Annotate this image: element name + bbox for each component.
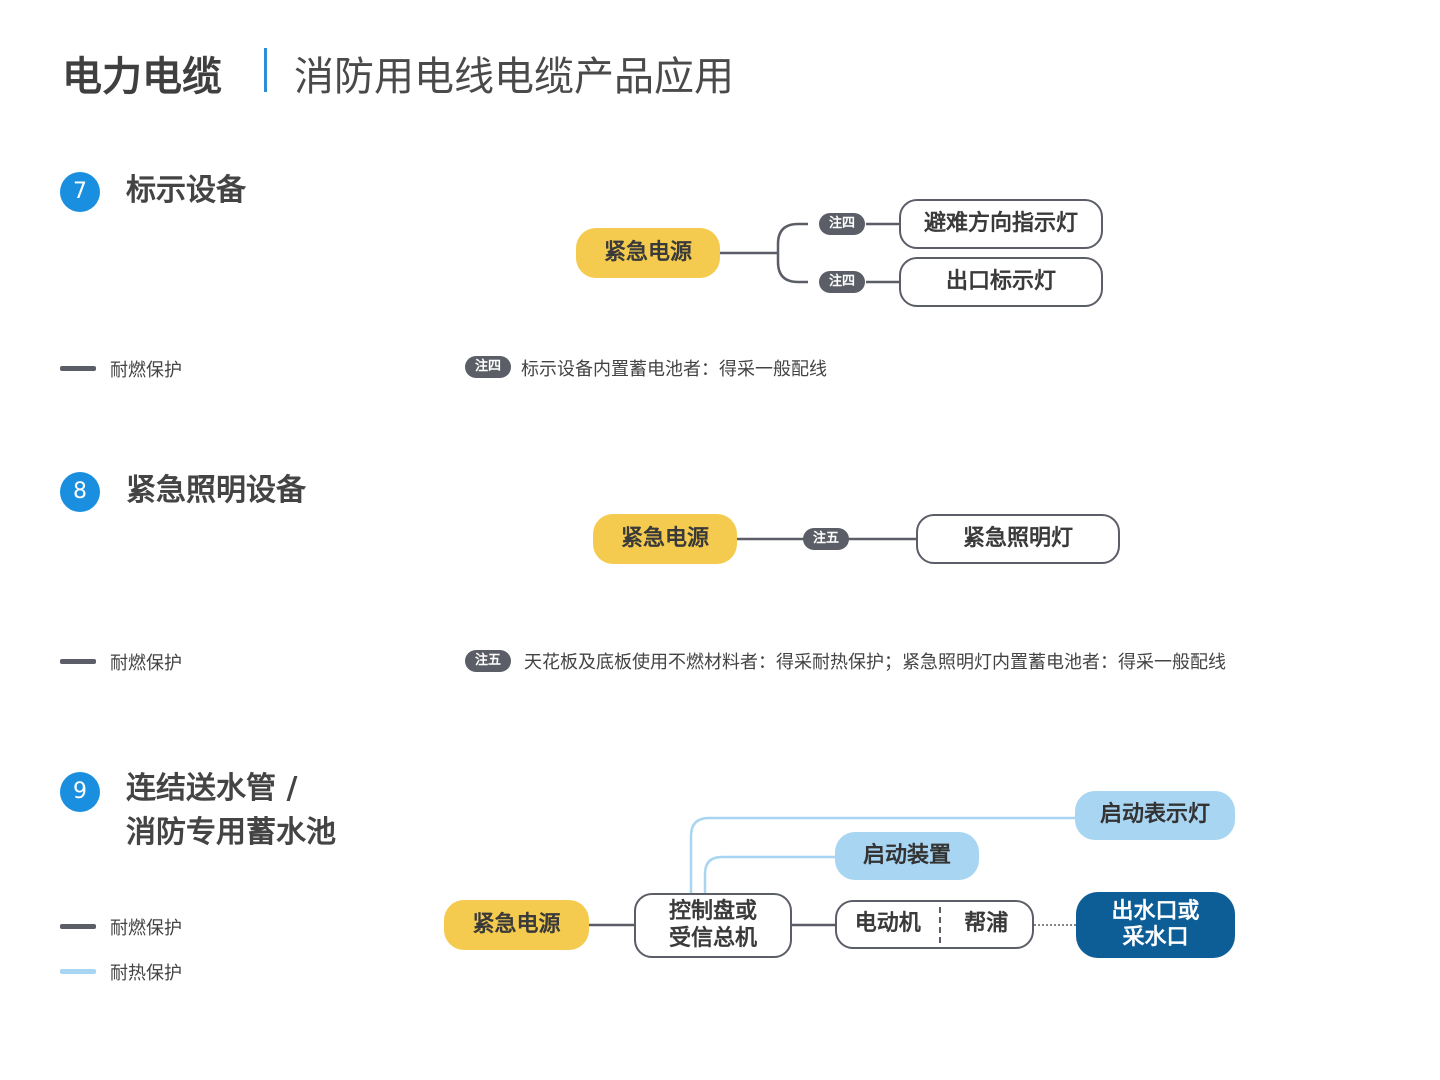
section-7-title: 标示设备: [126, 173, 246, 208]
s9-startup-device: 启动装置: [835, 832, 979, 880]
s7-note-badge: 注四: [465, 356, 511, 378]
s7-legend-fire: 耐燃保护: [110, 360, 182, 381]
s8-emergency-power: 紧急电源: [593, 514, 737, 564]
s9-legend-heat: 耐热保护: [110, 963, 182, 984]
s9-emergency-power: 紧急电源: [444, 900, 589, 950]
s7-exit-sign: 出口标示灯: [899, 257, 1103, 307]
section-8-number: 8: [60, 472, 100, 512]
s7-badge-top: 注四: [819, 213, 865, 235]
s9-control-panel-line1: 控制盘或: [668, 899, 757, 925]
s9-control-panel: 控制盘或 受信总机: [634, 893, 792, 958]
s9-motor-pump: 电动机 帮浦: [835, 900, 1034, 949]
s7-evacuation-sign: 避难方向指示灯: [899, 199, 1103, 249]
s8-legend-fire: 耐燃保护: [110, 653, 182, 674]
s7-legend-line-fire: [60, 366, 96, 371]
s8-badge: 注五: [803, 528, 849, 550]
s8-emergency-light: 紧急照明灯: [916, 514, 1120, 564]
page-title: 电力电缆: [62, 54, 222, 100]
section-7-connectors: [720, 222, 899, 284]
s9-motor: 电动机: [854, 911, 921, 937]
section-8-title: 紧急照明设备: [126, 473, 306, 508]
s7-line-branch: [776, 222, 808, 284]
s9-legend-fire: 耐燃保护: [110, 918, 182, 939]
s9-legend-line-fire: [60, 924, 96, 929]
title-divider: [264, 48, 267, 92]
s9-water-outlet-line1: 出水口或: [1111, 898, 1200, 924]
s8-note-text: 天花板及底板使用不燃材料者：得采耐热保护；紧急照明灯内置蓄电池者：得采一般配线: [524, 652, 1226, 673]
section-9-connectors: [589, 816, 1076, 927]
s9-motor-pump-divider: [938, 906, 941, 943]
s9-water-outlet: 出水口或 采水口: [1076, 892, 1235, 958]
s9-startup-lamp: 启动表示灯: [1075, 791, 1235, 840]
section-9-title-line2: 消防专用蓄水池: [126, 815, 336, 850]
s7-emergency-power: 紧急电源: [576, 228, 720, 278]
s9-line-lamp: [689, 816, 1075, 894]
section-7-number: 7: [60, 172, 100, 212]
s9-water-outlet-line2: 采水口: [1122, 925, 1189, 950]
s7-badge-bottom: 注四: [819, 271, 865, 293]
s7-note-text: 标示设备内置蓄电池者：得采一般配线: [521, 359, 827, 380]
s9-line-device: [703, 855, 835, 894]
s9-pump: 帮浦: [964, 911, 1009, 937]
s8-note-badge: 注五: [465, 650, 511, 672]
s9-legend-line-heat: [60, 969, 96, 974]
page-subtitle: 消防用电线电缆产品应用: [294, 54, 734, 100]
s8-legend-line-fire: [60, 659, 96, 664]
section-9-number: 9: [60, 772, 100, 812]
section-9-title-line1: 连结送水管 /: [126, 771, 298, 806]
s9-control-panel-line2: 受信总机: [668, 925, 757, 951]
